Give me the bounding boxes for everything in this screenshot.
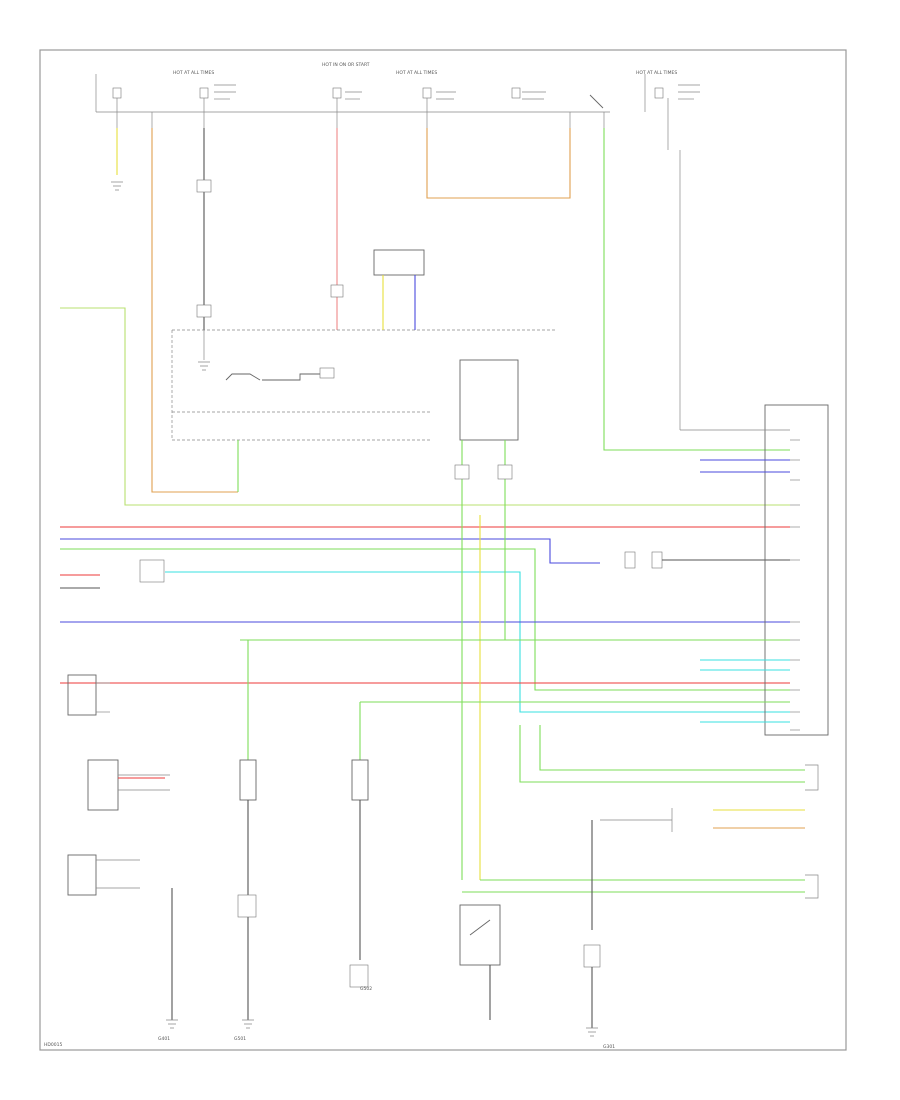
fuse-label-b: HOT IN ON OR START — [322, 62, 370, 68]
ground-label-2: G501 — [234, 1036, 246, 1042]
wire-lgn-horizontal — [60, 307, 790, 506]
fuse-label-d: HOT AT ALL TIMES — [636, 70, 677, 76]
harness-wires — [60, 526, 790, 713]
ground-label-1: G401 — [158, 1036, 170, 1042]
ground-label-4: G301 — [603, 1044, 615, 1050]
fuse-label-a: HOT AT ALL TIMES — [173, 70, 214, 76]
lower-right-connectors — [462, 725, 819, 899]
ground-label-3: G502 — [360, 986, 372, 992]
fuse-row: HOT AT ALL TIMES HOT IN ON OR START HOT … — [95, 62, 700, 150]
top-left-wires — [111, 128, 790, 493]
lower-mid-assemblies — [237, 640, 700, 1037]
page-id: HD0015 — [44, 1042, 62, 1048]
lower-left-assemblies — [67, 674, 178, 1029]
control-unit — [240, 150, 829, 736]
fuse-label-c: HOT AT ALL TIMES — [396, 70, 437, 76]
combination-meter — [171, 249, 555, 492]
switch-group — [454, 359, 519, 880]
diagram-frame — [39, 49, 847, 1051]
